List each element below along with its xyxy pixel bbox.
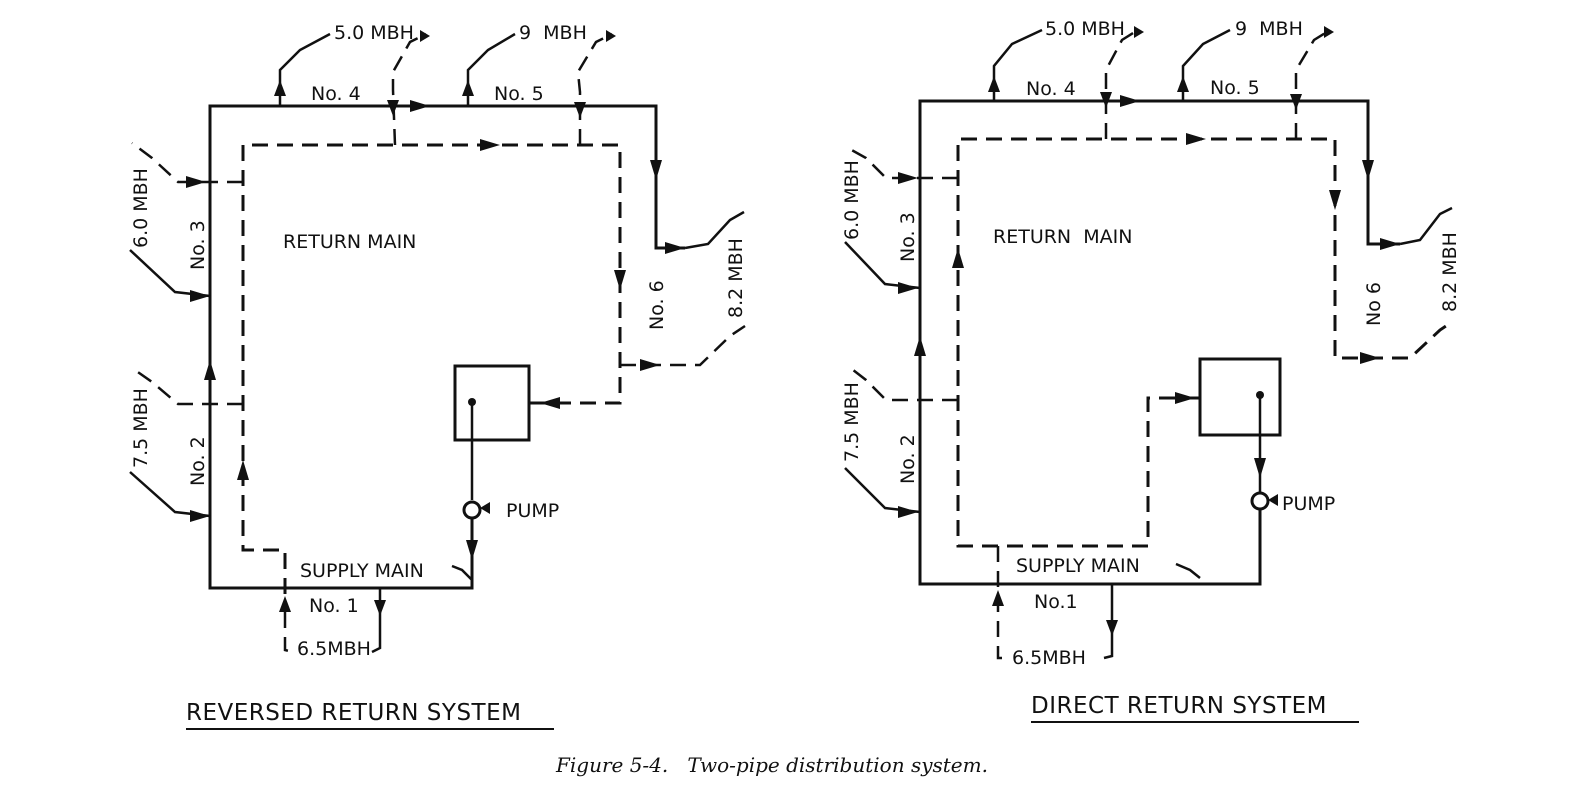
right-arrow <box>1380 238 1400 250</box>
left-arrow <box>237 460 249 480</box>
right-unit6-load: 8.2 MBH <box>1439 232 1461 312</box>
left-diagram-title: REVERSED RETURN SYSTEM <box>186 700 521 726</box>
left-unit4-load: 5.0 MBH <box>334 22 414 44</box>
right-arrow <box>1360 352 1380 364</box>
left-branch-pipes <box>129 32 516 654</box>
left-arrow <box>540 397 560 409</box>
left-unit6-branch <box>684 210 745 250</box>
left-arrow <box>574 102 586 118</box>
left-unit4-name: No. 4 <box>311 83 361 105</box>
right-unit2-load: 7.5 MBH <box>841 382 863 462</box>
right-unit1-load: 6.5MBH <box>1012 647 1086 669</box>
left-supply-main-pipe <box>208 104 685 590</box>
right-arrow <box>898 172 918 184</box>
right-unit6-name: No 6 <box>1363 282 1385 326</box>
right-arrow <box>1329 190 1341 210</box>
right-arrow <box>1362 160 1374 180</box>
left-arrow <box>190 290 210 302</box>
left-unit6-name: No. 6 <box>646 280 668 330</box>
right-arrow <box>988 76 1000 92</box>
left-arrow <box>480 502 490 514</box>
right-unit5-name: No. 5 <box>1210 77 1260 99</box>
right-arrow <box>914 336 926 356</box>
right-supply-arrow-line <box>1175 562 1201 579</box>
direct-return-diagram: 5.0 MBH 9 MBH No. 4 No. 5 RETURN MAIN PU… <box>841 18 1461 723</box>
left-arrow <box>650 160 662 180</box>
left-arrow <box>462 80 474 96</box>
left-arrow <box>640 359 660 371</box>
left-return-main-pipe <box>241 143 622 612</box>
right-arrow <box>952 248 964 268</box>
left-pump-icon <box>462 500 482 520</box>
right-unit2-name: No. 2 <box>897 434 919 484</box>
left-boiler <box>453 364 531 442</box>
figure-caption: Figure 5-4. Two-pipe distribution system… <box>555 753 988 777</box>
reversed-return-diagram: 5.0 MBH 9 MBH No. 4 No. 5 RETURN MAIN PU… <box>129 22 747 730</box>
right-unit3-load: 6.0 MBH <box>841 160 863 240</box>
right-return-branch-pipes <box>847 28 1331 660</box>
left-unit3-load: 6.0 MBH <box>130 168 152 248</box>
left-unit2-load: 7.5 MBH <box>130 388 152 468</box>
left-supply-main-label: SUPPLY MAIN <box>300 560 424 582</box>
left-arrow <box>480 139 500 151</box>
left-arrow <box>410 100 430 112</box>
left-arrow <box>665 242 685 254</box>
left-unit5-name: No. 5 <box>494 83 544 105</box>
right-unit1-name: No.1 <box>1034 591 1078 613</box>
left-unit6-load: 8.2 MBH <box>725 238 747 318</box>
right-unit3-name: No. 3 <box>897 212 919 262</box>
right-arrow <box>1290 94 1302 110</box>
left-arrow <box>387 100 399 116</box>
left-arrow <box>186 176 206 188</box>
right-arrow <box>1100 92 1112 108</box>
left-return-main-label: RETURN MAIN <box>283 231 416 253</box>
right-arrow <box>1324 26 1334 38</box>
right-supply-main-pipe <box>918 99 1400 586</box>
left-arrow <box>420 30 430 42</box>
right-boiler <box>1198 357 1282 437</box>
right-arrow <box>898 282 918 294</box>
right-arrow <box>992 590 1004 606</box>
left-arrow <box>374 600 386 616</box>
right-arrow <box>1120 95 1140 107</box>
right-return-main-pipe <box>956 137 1453 548</box>
right-pump-label: PUMP <box>1282 493 1335 515</box>
left-arrow <box>466 540 478 560</box>
right-unit4-load: 5.0 MBH <box>1045 18 1125 40</box>
left-arrow <box>279 596 291 612</box>
right-branch-pipes <box>844 28 1453 660</box>
right-pump-icon <box>1250 491 1270 511</box>
right-arrow <box>1175 392 1195 404</box>
left-arrow <box>204 360 216 380</box>
left-boiler-dot <box>468 398 476 406</box>
right-diagram-title: DIRECT RETURN SYSTEM <box>1031 693 1327 719</box>
left-return-branch-pipes <box>131 32 746 654</box>
left-unit1-load: 6.5MBH <box>297 638 371 660</box>
right-return-main-label: RETURN MAIN <box>993 226 1132 248</box>
left-unit1-name: No. 1 <box>309 595 359 617</box>
right-boiler-dot <box>1256 391 1264 399</box>
right-unit4-name: No. 4 <box>1026 78 1076 100</box>
right-supply-main-label: SUPPLY MAIN <box>1016 555 1140 577</box>
left-pump-label: PUMP <box>506 500 559 522</box>
right-unit5-load: 9 MBH <box>1235 18 1303 40</box>
left-arrow <box>614 270 626 290</box>
left-arrow <box>190 510 210 522</box>
left-unit2-name: No. 2 <box>187 436 209 486</box>
right-arrow <box>1106 620 1118 636</box>
left-arrow <box>606 30 616 42</box>
right-arrow <box>1254 458 1266 478</box>
left-unit5-load: 9 MBH <box>519 22 587 44</box>
right-arrow <box>1134 26 1144 38</box>
right-arrow <box>1268 494 1278 506</box>
right-arrow <box>898 506 918 518</box>
left-arrow <box>274 80 286 96</box>
right-arrow <box>1177 76 1189 92</box>
left-unit3-name: No. 3 <box>187 220 209 270</box>
right-arrow <box>1186 133 1206 145</box>
